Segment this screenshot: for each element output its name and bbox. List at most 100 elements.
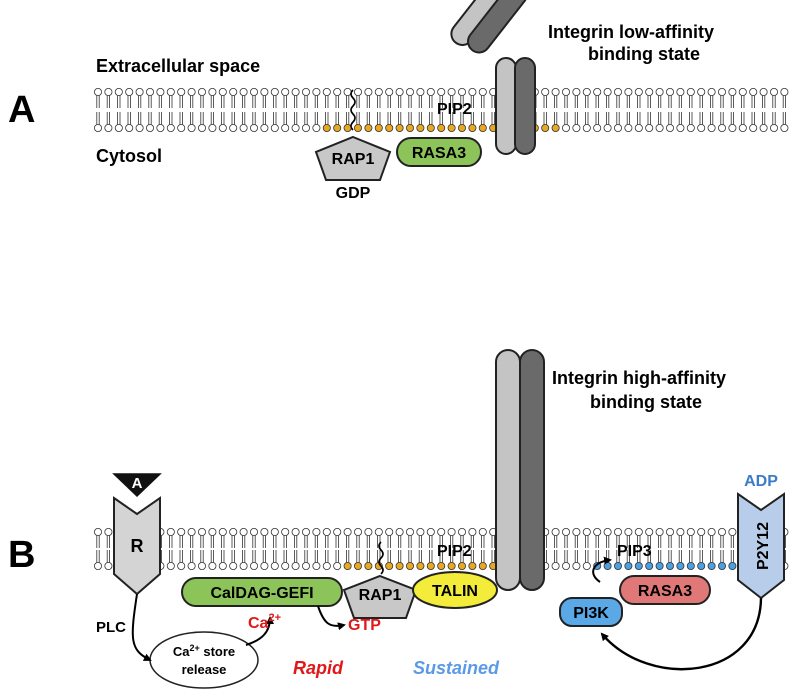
lipid-head <box>333 562 342 571</box>
lipid-head <box>728 88 737 97</box>
lipid-head <box>468 562 477 571</box>
lipid-head <box>582 124 591 133</box>
lipid-head <box>156 124 165 133</box>
lipid-head <box>676 562 685 571</box>
lipid-head <box>416 528 425 537</box>
lipid-head <box>125 124 134 133</box>
lipid-head <box>125 88 134 97</box>
lipid-head <box>478 124 487 133</box>
lipid-head <box>541 88 550 97</box>
arrow-pip3-recruit <box>592 556 612 583</box>
lipid-head <box>634 88 643 97</box>
arrow-p2y12-to-pi3k <box>600 597 763 671</box>
lipid-head <box>94 88 103 97</box>
lipid-head <box>301 124 310 133</box>
lipid-head <box>666 124 675 133</box>
pip3-label: PIP3 <box>617 543 652 560</box>
lipid-head <box>353 528 362 537</box>
lipid-head <box>281 124 290 133</box>
lipid-head <box>426 88 435 97</box>
lipid-head <box>728 124 737 133</box>
lipid-head <box>686 124 695 133</box>
lipid-head <box>655 88 664 97</box>
lipid-head <box>260 88 269 97</box>
lipid-head <box>447 562 456 571</box>
extracellular-space-label: Extracellular space <box>96 56 260 76</box>
lipid-head <box>676 88 685 97</box>
lipid-head <box>343 528 352 537</box>
lipid-head <box>218 528 227 537</box>
gtp-label: GTP <box>348 617 381 634</box>
lipid-head <box>353 562 362 571</box>
lipid-head <box>666 562 675 571</box>
lipid-head <box>645 528 654 537</box>
lipid-head <box>187 528 196 537</box>
lipid-head <box>405 562 414 571</box>
panel-a-letter: A <box>8 89 35 131</box>
p2y12-receptor <box>737 492 785 600</box>
panel-a: A Extracellular space Cytosol PIP2 Integ… <box>8 0 789 202</box>
lipid-head <box>385 528 394 537</box>
lipid-head <box>135 124 144 133</box>
lipid-head <box>718 562 727 571</box>
lipid-head <box>416 124 425 133</box>
lipid-head <box>426 562 435 571</box>
gdp-label: GDP <box>336 185 371 202</box>
panel-b: B PIP2 PIP3 Integrin high-affinity bindi… <box>8 349 789 689</box>
lipid-head <box>416 88 425 97</box>
lipid-head <box>291 562 300 571</box>
lipid-head <box>353 88 362 97</box>
lipid-head <box>166 562 175 571</box>
lipid-head <box>229 528 238 537</box>
ca-store-ellipse <box>149 631 259 689</box>
lipid-head <box>364 124 373 133</box>
lipid-head <box>666 528 675 537</box>
lipid-head <box>437 562 446 571</box>
lipid-head <box>655 124 664 133</box>
lipid-head <box>468 88 477 97</box>
lipid-head <box>707 88 716 97</box>
integrin-beta-b <box>519 349 545 591</box>
lipid-head <box>333 124 342 133</box>
lipid-head <box>437 528 446 537</box>
lipid-head <box>780 124 789 133</box>
lipid-head <box>114 88 123 97</box>
caldag-gefi-label: CalDAG-GEFI <box>210 585 313 602</box>
lipid-head <box>749 88 758 97</box>
lipid-head <box>312 124 321 133</box>
lipid-head <box>655 562 664 571</box>
lipid-head <box>239 124 248 133</box>
arrow-plc-to-store <box>131 593 152 661</box>
lipid-head <box>208 124 217 133</box>
lipid-head <box>385 562 394 571</box>
receptor-label: R <box>131 536 144 556</box>
lipid-head <box>104 124 113 133</box>
lipid-head <box>478 88 487 97</box>
lipid-head <box>322 88 331 97</box>
lipid-head <box>395 124 404 133</box>
lipid-head <box>229 562 238 571</box>
lipid-head <box>197 88 206 97</box>
talin-label: TALIN <box>432 583 478 600</box>
lipid-head <box>343 88 352 97</box>
lipid-head <box>374 88 383 97</box>
lipid-head <box>457 528 466 537</box>
lipid-head <box>301 562 310 571</box>
lipid-head <box>405 88 414 97</box>
lipid-head <box>728 562 737 571</box>
lipid-head <box>738 124 747 133</box>
lipid-head <box>385 88 394 97</box>
lipid-head <box>281 88 290 97</box>
lipid-head <box>749 124 758 133</box>
lipid-head <box>94 562 103 571</box>
sustained-label: Sustained <box>413 658 500 678</box>
lipid-head <box>322 528 331 537</box>
lipid-head <box>197 528 206 537</box>
lipid-head <box>572 124 581 133</box>
ca-label: Ca2+ <box>248 612 281 632</box>
lipid-head <box>707 528 716 537</box>
rap1-pentagon-b <box>342 574 418 619</box>
adp-label: ADP <box>744 473 778 490</box>
lipid-head <box>395 88 404 97</box>
lipid-head <box>603 124 612 133</box>
